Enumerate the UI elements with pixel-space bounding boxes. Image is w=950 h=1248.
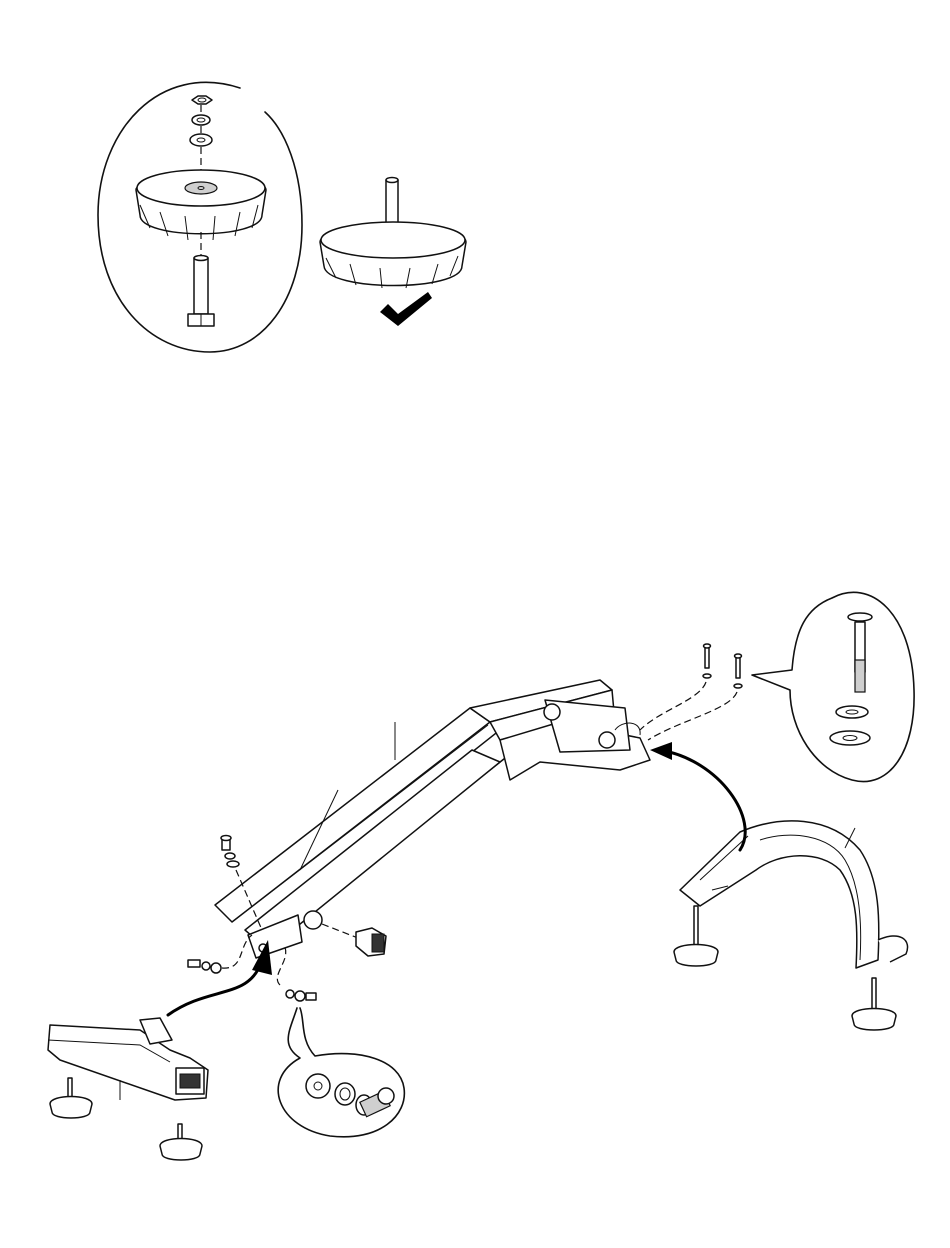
side-bolt-lower-icon: [277, 945, 316, 1001]
leveler-exploded-detail: [98, 82, 302, 352]
bolt-icon: [188, 256, 214, 327]
check-icon: [380, 292, 432, 326]
knob-icon: [322, 924, 386, 956]
leveler-foot-icon: [136, 170, 266, 240]
hardware-detail-right: [752, 592, 914, 781]
lock-washer-icon: [192, 115, 210, 125]
nut-icon: [192, 96, 212, 104]
front-foot-crossbar: [48, 1018, 208, 1160]
rear-foot-arch: [674, 821, 908, 1030]
side-bolt-left-icon: [188, 935, 252, 973]
washer-icon: [190, 134, 212, 146]
hardware-detail-bottom: [278, 1008, 404, 1137]
leveler-assembled: [320, 178, 466, 289]
bench-frame: [215, 680, 650, 958]
rear-bolt-icon: [640, 644, 742, 740]
